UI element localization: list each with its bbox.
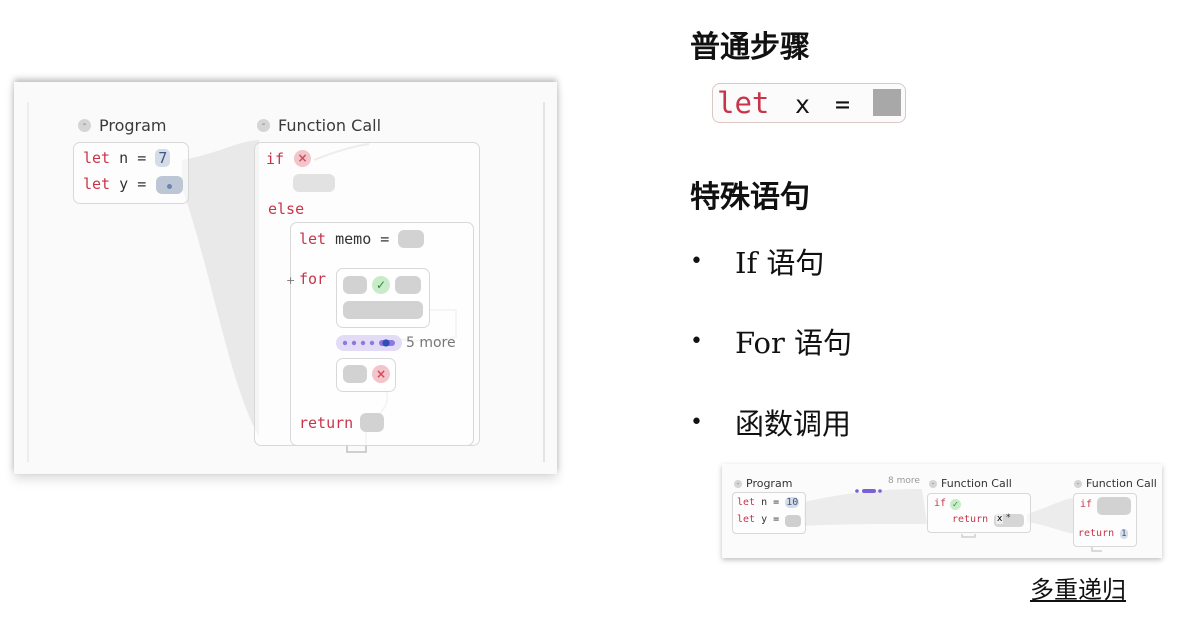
n-value[interactable]: 7 [155,149,171,167]
bullet-for: • For 语句 [690,326,853,360]
bullet-function-call: • 函数调用 [690,407,851,441]
small-let-y-line: let y = [737,514,780,525]
small-y-value-pill[interactable] [785,515,801,527]
program-diagram-large: - Program let n = 7 let y = - Function C… [14,82,557,474]
small-program-header[interactable]: - Program [734,477,792,490]
function-call-label: Function Call [278,116,382,135]
check-icon[interactable]: ✓ [950,499,961,510]
small-program-box: let n = 10 let y = [732,492,806,534]
value-placeholder [873,89,901,116]
memo-value-pill[interactable] [398,230,424,248]
step-dots-icon[interactable] [854,479,884,493]
y-value-pill[interactable] [156,176,183,194]
check-icon[interactable]: ✓ [372,276,390,294]
equals-sign: = [835,90,851,119]
else-box [290,222,474,446]
for-line: for [299,270,327,288]
let-n-line: let n = 7 [83,149,171,167]
let-statement-example: let x = [712,83,906,123]
return-value-pill[interactable] [360,413,384,432]
last-init-pill[interactable] [343,365,367,383]
for-update-pill[interactable] [395,276,421,294]
let-y-line: let y = [83,175,147,193]
program-header[interactable]: - Program [78,116,167,135]
heading-normal-steps: 普通步骤 [690,30,810,65]
for-init-pill[interactable] [343,276,367,294]
collapse-icon[interactable]: - [78,119,91,132]
small-return-pill[interactable]: x * [994,513,1024,527]
cross-icon[interactable]: × [372,365,390,383]
small-function-call-header-2[interactable]: - Function Call [1074,477,1157,490]
if-condition-pill[interactable] [293,174,335,192]
small-if-condition-pill[interactable] [1097,497,1131,515]
small-if-line: if [934,498,947,509]
return-line: return [299,414,354,432]
program-box: let n = 7 let y = [73,142,189,204]
expand-icon[interactable]: + [286,274,296,287]
function-call-header[interactable]: - Function Call [257,116,381,135]
small-if-line-2: if [1080,499,1093,510]
let-memo-line: let memo = [299,230,390,248]
small-function-call-header-1[interactable]: - Function Call [929,477,1012,490]
let-keyword: let [717,86,770,120]
small-return-line: return [952,514,989,525]
program-diagram-small: - Program let n = 10 let y = 8 more - Fu… [722,464,1162,558]
var-x: x [795,90,811,119]
small-let-n-line: let n = 10 [737,497,800,508]
else-line: else [268,200,305,218]
bullet-if: • If 语句 [690,246,825,280]
if-line: if [266,150,285,168]
small-return-line-2: return 1 [1078,528,1128,539]
program-label: Program [99,116,167,135]
heading-special-statements: 特殊语句 [690,180,810,215]
collapse-icon[interactable]: - [929,479,937,488]
small-function-call-box-1: if ✓ return x * [927,493,1031,533]
small-flow-ribbons [804,489,1102,552]
small-more-label[interactable]: 8 more [888,476,920,486]
more-steps-label[interactable]: 5 more [406,335,456,351]
small-function-call-box-2: if return 1 [1073,493,1137,547]
collapse-icon[interactable]: - [1074,479,1082,488]
cross-icon[interactable]: × [294,150,311,167]
step-dots-icon[interactable] [336,335,402,351]
collapse-icon[interactable]: - [734,479,742,488]
collapse-icon[interactable]: - [257,119,270,132]
for-body-pill[interactable] [343,301,423,319]
multi-recursion-link[interactable]: 多重递归 [1030,576,1126,604]
